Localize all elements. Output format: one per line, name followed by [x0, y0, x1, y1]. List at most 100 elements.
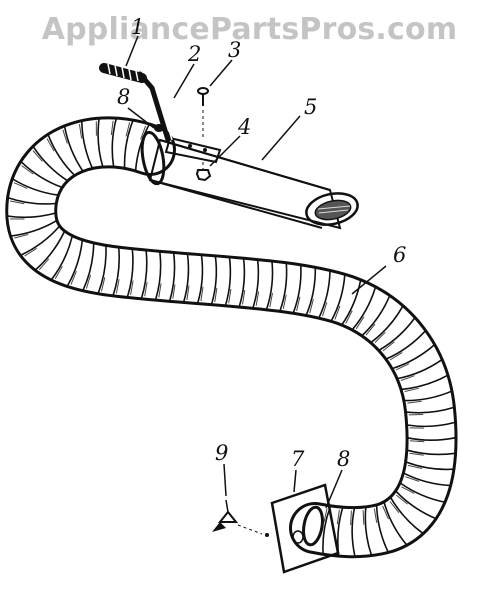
handle-grip	[99, 63, 147, 83]
hose-rib	[47, 134, 75, 176]
hose-rib	[318, 270, 331, 319]
hose-rib	[399, 482, 445, 503]
hose-rib-shade	[38, 258, 50, 271]
hose-rib	[63, 126, 84, 172]
hose-rib-shade	[362, 510, 365, 525]
hose-rib-shade	[296, 296, 301, 312]
hose-rib	[407, 436, 456, 442]
hose-rib	[140, 250, 148, 299]
hose-rib-shade	[101, 277, 106, 292]
hose-rib-shade	[54, 265, 63, 279]
hose-rib	[12, 178, 59, 196]
callout-8-bottom: 8	[337, 447, 350, 471]
hose-rib-shade	[125, 122, 131, 137]
hose-rib	[126, 249, 134, 298]
callout-7: 7	[291, 447, 305, 471]
hose-rib-shade	[140, 125, 147, 140]
hose-rib	[397, 359, 443, 380]
hose-rib	[50, 236, 73, 281]
hose-rib-shade	[242, 290, 246, 305]
hose-rib	[20, 225, 60, 256]
hose-rib-shade	[336, 509, 340, 525]
hose-rib	[32, 146, 68, 182]
callout-8-top: 8	[117, 85, 130, 109]
hose-rib	[97, 245, 107, 294]
hose-rib-shade	[374, 332, 386, 343]
hose-rib	[238, 258, 246, 307]
hose-rib	[66, 240, 84, 287]
nut	[195, 162, 212, 182]
hose-rib-shade	[255, 291, 260, 306]
hose-rib	[112, 247, 120, 296]
hose-rib	[330, 274, 346, 322]
hose-rib-shade	[14, 233, 29, 239]
hose-rib-shade	[62, 129, 68, 144]
hose-rib	[81, 121, 94, 169]
callout-3: 3	[228, 38, 241, 62]
watermark-text: AppliancePartsPros.com	[41, 12, 458, 47]
hose-rib-shade	[373, 508, 378, 523]
hose-rib	[182, 254, 190, 303]
hose-rib-shade	[389, 501, 400, 514]
hose-rib	[134, 124, 150, 171]
hose-rib	[123, 120, 134, 168]
hose-rib-shade	[186, 285, 190, 300]
callout-5: 5	[304, 95, 317, 119]
flexible-hose	[5, 116, 458, 559]
hose-rib	[279, 263, 288, 312]
hose-rib	[10, 220, 57, 237]
hose-rib-shade	[355, 316, 365, 330]
hose-rib-shade	[158, 283, 162, 298]
hose-rib	[406, 406, 455, 414]
hose-rib	[370, 305, 404, 344]
hose-rib-shade	[407, 464, 423, 469]
hose-rib-shade	[282, 294, 287, 310]
hose-rib	[111, 118, 118, 167]
hose-rib-shade	[10, 200, 25, 205]
hose-rib-shade	[409, 440, 425, 443]
screw	[197, 87, 209, 140]
hose-rib	[351, 508, 356, 557]
hose-rib	[351, 287, 377, 331]
wing-screw	[212, 499, 269, 537]
hose-rib-shade	[13, 182, 28, 189]
callout-2: 2	[187, 42, 201, 66]
hose-rib	[406, 449, 456, 456]
hose-rib	[7, 196, 56, 205]
hose-rib-shade	[172, 284, 176, 299]
hose-rib	[341, 280, 362, 326]
hose-rib-shade	[400, 375, 415, 381]
hose-rib	[392, 344, 435, 370]
hose-rib-shade	[382, 341, 395, 352]
hose-rib-shade	[228, 288, 232, 304]
hose-rib	[196, 255, 204, 304]
hose-rib-shade	[409, 452, 424, 456]
hose-rib-shade	[407, 400, 422, 404]
hose-rib	[210, 256, 218, 305]
hose-rib-shade	[404, 387, 419, 392]
hose-rib-shade	[78, 124, 83, 139]
hose-rib-shade	[110, 120, 114, 136]
hose-rib	[168, 252, 176, 302]
hose-rib-shade	[130, 280, 134, 295]
hose-rib	[405, 461, 454, 471]
hose-rib	[20, 161, 63, 189]
hose-rib	[154, 251, 162, 300]
hose-rib	[375, 505, 389, 553]
callout-1: 1	[131, 15, 144, 39]
callout-labels: 1 2 3 4 5 6 7 8 8 9	[117, 15, 406, 471]
hose-rib-shade	[365, 323, 376, 336]
hose-rib-shade	[345, 310, 353, 324]
nozzle-tube	[148, 138, 359, 230]
hose-rib-shade	[382, 505, 389, 520]
hose-rib-shade	[269, 292, 273, 308]
hose-rib-shade	[323, 508, 328, 523]
hose-rib	[390, 497, 424, 534]
hose-rib	[378, 317, 416, 351]
hose-rib-shade	[350, 510, 352, 526]
hose-rib-shade	[46, 138, 55, 152]
hose-rib-shade	[322, 302, 328, 317]
hose-rib	[361, 295, 391, 337]
hose-rib	[385, 330, 426, 360]
